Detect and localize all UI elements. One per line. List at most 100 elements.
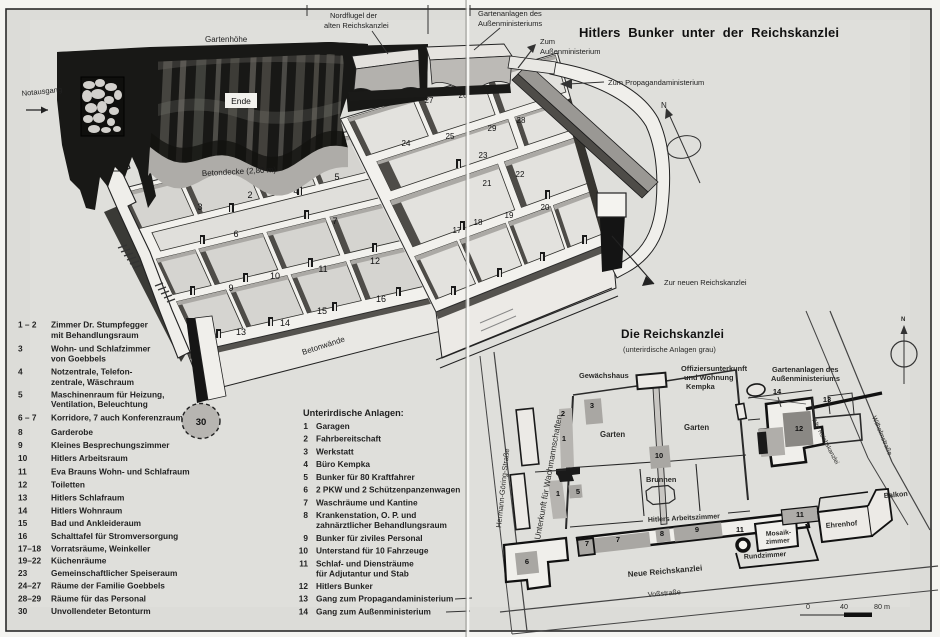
svg-text:Büro Kempka: Büro Kempka [316, 459, 370, 469]
svg-text:2: 2 [247, 190, 252, 200]
svg-text:Die Reichskanzlei: Die Reichskanzlei [621, 327, 724, 341]
svg-text:Betondecke (2,80 m): Betondecke (2,80 m) [202, 165, 277, 178]
svg-text:Mosaik-: Mosaik- [766, 529, 792, 538]
svg-text:22: 22 [516, 170, 525, 179]
svg-text:Werkstatt: Werkstatt [316, 447, 354, 457]
svg-text:Hitlers Bunker unter der Reich: Hitlers Bunker unter der Reichskanzlei [579, 25, 839, 40]
svg-text:14: 14 [280, 318, 290, 328]
svg-text:Hitlers Arbeitsraum: Hitlers Arbeitsraum [51, 453, 128, 463]
svg-text:7: 7 [585, 539, 589, 548]
svg-text:10: 10 [18, 453, 28, 463]
svg-text:13: 13 [823, 395, 831, 404]
svg-text:Ehrenhof: Ehrenhof [825, 518, 858, 530]
svg-text:Voßstraße: Voßstraße [647, 587, 681, 599]
svg-text:Garten: Garten [684, 423, 709, 432]
svg-text:25: 25 [446, 132, 455, 141]
svg-text:24–27: 24–27 [18, 581, 41, 591]
svg-text:9: 9 [18, 440, 23, 450]
svg-text:Bunker für ziviles Personal: Bunker für ziviles Personal [316, 533, 423, 543]
svg-text:6: 6 [303, 485, 308, 495]
svg-text:13: 13 [18, 493, 28, 503]
svg-text:Nordflugel der: Nordflugel der [330, 11, 378, 20]
svg-text:9: 9 [695, 525, 699, 534]
svg-text:Maschinenraum für Heizung,: Maschinenraum für Heizung, [51, 389, 164, 399]
svg-text:21: 21 [483, 179, 492, 188]
svg-text:2: 2 [303, 434, 308, 444]
svg-text:zentrale, Wäschraum: zentrale, Wäschraum [51, 377, 134, 387]
svg-text:23: 23 [18, 568, 28, 578]
svg-text:12: 12 [299, 581, 309, 591]
svg-text:8: 8 [303, 510, 308, 520]
svg-text:Balkon: Balkon [883, 489, 908, 500]
svg-text:Garagen: Garagen [316, 421, 350, 431]
svg-text:7: 7 [303, 498, 308, 508]
svg-text:1 – 2: 1 – 2 [18, 320, 37, 330]
svg-text:Rundzimmer: Rundzimmer [744, 551, 787, 561]
svg-text:Gartenhöhe: Gartenhöhe [205, 35, 248, 44]
svg-text:18: 18 [474, 218, 483, 227]
svg-text:N: N [901, 317, 905, 323]
svg-text:8: 8 [660, 529, 664, 538]
svg-text:4: 4 [18, 367, 23, 377]
svg-text:3: 3 [303, 447, 308, 457]
svg-text:zimmer: zimmer [766, 537, 791, 546]
svg-text:alten Reichskanzlei: alten Reichskanzlei [324, 21, 389, 30]
svg-text:10: 10 [270, 271, 280, 281]
svg-text:Außenministeriums: Außenministeriums [771, 374, 840, 383]
svg-text:Zum Propagandaministerium: Zum Propagandaministerium [608, 78, 704, 87]
svg-text:7: 7 [616, 535, 620, 544]
svg-text:Garderobe: Garderobe [51, 427, 93, 437]
svg-text:Wohn- und Schlafzimmer: Wohn- und Schlafzimmer [51, 343, 151, 353]
svg-text:Gang zum Außenministerium: Gang zum Außenministerium [316, 607, 431, 617]
svg-text:Zimmer Dr. Stumpfegger: Zimmer Dr. Stumpfegger [51, 320, 149, 330]
svg-text:für Adjutantur und Stab: für Adjutantur und Stab [316, 568, 409, 578]
svg-text:Zur neuen Reichskanzlei: Zur neuen Reichskanzlei [664, 278, 747, 287]
svg-text:Gemeinschaftlicher Speiseraum: Gemeinschaftlicher Speiseraum [51, 568, 177, 578]
svg-text:20: 20 [541, 203, 550, 212]
svg-text:Schalttafel für Stromversorgun: Schalttafel für Stromversorgung [51, 531, 178, 541]
svg-text:Hitlers Arbeitszimmer: Hitlers Arbeitszimmer [648, 513, 721, 524]
svg-text:N: N [661, 101, 667, 110]
svg-text:Korridore, 7 auch Konferenzrau: Korridore, 7 auch Konferenzraum [51, 413, 183, 423]
svg-text:Fahrbereitschaft: Fahrbereitschaft [316, 434, 381, 444]
svg-text:Eva Brauns Wohn- und Schlafrau: Eva Brauns Wohn- und Schlafraum [51, 466, 190, 476]
svg-text:3: 3 [590, 401, 594, 410]
svg-text:19: 19 [505, 211, 514, 220]
svg-text:12: 12 [18, 480, 28, 490]
svg-text:Unvollendeter Betonturm: Unvollendeter Betonturm [51, 606, 151, 616]
svg-text:Kempka: Kempka [686, 382, 716, 391]
svg-text:5: 5 [18, 389, 23, 399]
svg-text:4: 4 [293, 186, 298, 196]
svg-text:Schlaf- und Diensträume: Schlaf- und Diensträume [316, 558, 414, 568]
svg-text:10: 10 [655, 451, 663, 460]
svg-text:15: 15 [18, 518, 28, 528]
svg-text:Krankenstation, O. P. und: Krankenstation, O. P. und [316, 510, 416, 520]
svg-text:7: 7 [332, 216, 337, 226]
svg-text:11: 11 [18, 466, 27, 476]
svg-text:Küchenräume: Küchenräume [51, 555, 107, 565]
svg-text:Hitlers Bunker: Hitlers Bunker [316, 581, 373, 591]
svg-text:Gartenanlagen des: Gartenanlagen des [478, 9, 542, 18]
svg-text:3: 3 [18, 343, 23, 353]
svg-text:11: 11 [736, 525, 744, 534]
svg-text:Gang zum Propagandaministerium: Gang zum Propagandaministerium [316, 594, 453, 604]
svg-text:von Goebbels: von Goebbels [51, 354, 106, 364]
svg-text:Garten: Garten [600, 430, 625, 439]
svg-text:27: 27 [425, 96, 434, 105]
svg-text:6: 6 [233, 229, 238, 239]
svg-text:9: 9 [228, 283, 233, 293]
svg-text:16: 16 [18, 531, 28, 541]
svg-text:13: 13 [299, 594, 309, 604]
svg-text:Bunker für 80 Kraftfahrer: Bunker für 80 Kraftfahrer [316, 472, 415, 482]
svg-text:Bad und Ankleideraum: Bad und Ankleideraum [51, 518, 141, 528]
svg-text:Waschräume und Kantine: Waschräume und Kantine [316, 498, 418, 508]
svg-text:Unterstand für 10 Fahrzeuge: Unterstand für 10 Fahrzeuge [316, 545, 429, 555]
svg-text:mit Behandlungsraum: mit Behandlungsraum [51, 330, 139, 340]
svg-text:1: 1 [556, 489, 560, 498]
svg-text:Kleines Besprechungszimmer: Kleines Besprechungszimmer [51, 440, 170, 450]
svg-text:14: 14 [773, 387, 782, 396]
svg-text:9: 9 [303, 533, 308, 543]
svg-text:Räume der Familie Goebbels: Räume der Familie Goebbels [51, 581, 165, 591]
svg-text:2 PKW und 2 Schützenpanzenwage: 2 PKW und 2 Schützenpanzenwagen [316, 485, 460, 495]
svg-text:Außenministerium: Außenministerium [540, 47, 600, 56]
